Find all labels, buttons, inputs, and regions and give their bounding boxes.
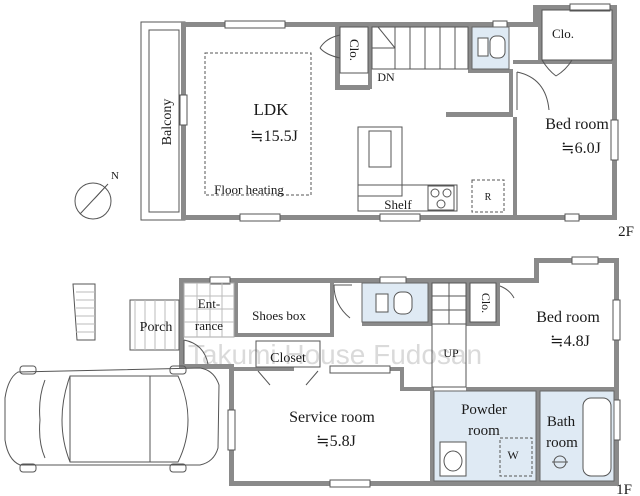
porch-label: Porch (140, 320, 173, 335)
bedroom-2f-label: Bed room (545, 116, 609, 133)
balcony-label: Balcony (160, 99, 175, 146)
ldk-label: LDK (254, 100, 290, 119)
compass-icon: N (74, 170, 119, 220)
approach (72, 283, 96, 341)
balcony: Balcony (140, 21, 186, 221)
toilet-1f (361, 282, 429, 323)
entrance-door (183, 339, 209, 365)
bedroom-1f-area: ≒4.8J (550, 333, 590, 350)
powder-room: Powder room W (433, 390, 537, 482)
service-room-area: ≒5.8J (316, 433, 356, 450)
ldk-area: ≒15.5J (250, 128, 298, 145)
entrance-label-1: Ent- (198, 296, 220, 311)
floor-heating-label: Floor heating (214, 182, 284, 197)
ldk-closet-label: Clo. (347, 39, 362, 61)
bathroom-label-1: Bath (547, 414, 576, 430)
service-room-label: Service room (289, 409, 375, 426)
first-floor-label: 1F (616, 482, 632, 496)
toilet-1f-door (333, 284, 352, 319)
stairs-2f-label: DN (377, 70, 395, 84)
bathroom: Bath room (539, 390, 615, 482)
ldk-closet: Clo. (319, 26, 369, 74)
bedroom-1f-label: Bed room (536, 309, 600, 326)
bedroom-1f-closet-label: Clo. (479, 293, 493, 313)
powder-room-label-2: room (468, 423, 500, 439)
powder-room-label-1: Powder (461, 402, 507, 418)
stairs-2f: DN (371, 26, 469, 84)
entrance-tiles (183, 282, 235, 338)
stairs-1f: UP (431, 282, 467, 388)
second-floor-plan: Balcony (140, 3, 634, 240)
second-floor-label: 2F (618, 224, 634, 240)
shoes-box-label: Shoes box (252, 308, 306, 323)
watermark: Takumi House Fudosan (188, 339, 482, 370)
washer-label: W (507, 448, 519, 462)
first-floor-plan: Takumi House Fudosan (72, 256, 632, 496)
entrance-label-2: rance (195, 318, 223, 333)
bedroom-2f-door (516, 71, 550, 111)
refrigerator: R (471, 179, 505, 213)
porch-hatch (134, 300, 176, 350)
first-floor-walls (179, 256, 621, 488)
compass-north: N (111, 170, 119, 182)
shelf-label: Shelf (384, 197, 412, 212)
stairs-1f-label: UP (443, 346, 459, 360)
bedroom-2f-area: ≒6.0J (561, 140, 601, 157)
bathroom-label-2: room (546, 435, 578, 451)
toilet-2f (471, 26, 510, 70)
closet-1f-label: Closet (270, 351, 306, 366)
bedroom-1f-closet: Clo. (469, 282, 515, 323)
second-floor-walls (179, 3, 619, 222)
bedroom-2f-closet-label: Clo. (552, 26, 574, 41)
kitchen-counter (357, 126, 458, 212)
bedroom-2f-closet: Clo. (541, 9, 613, 77)
floor-heating-area (204, 52, 312, 196)
closet-1f: Closet (255, 340, 321, 386)
car-icon (4, 365, 220, 473)
refrigerator-label: R (485, 192, 492, 203)
